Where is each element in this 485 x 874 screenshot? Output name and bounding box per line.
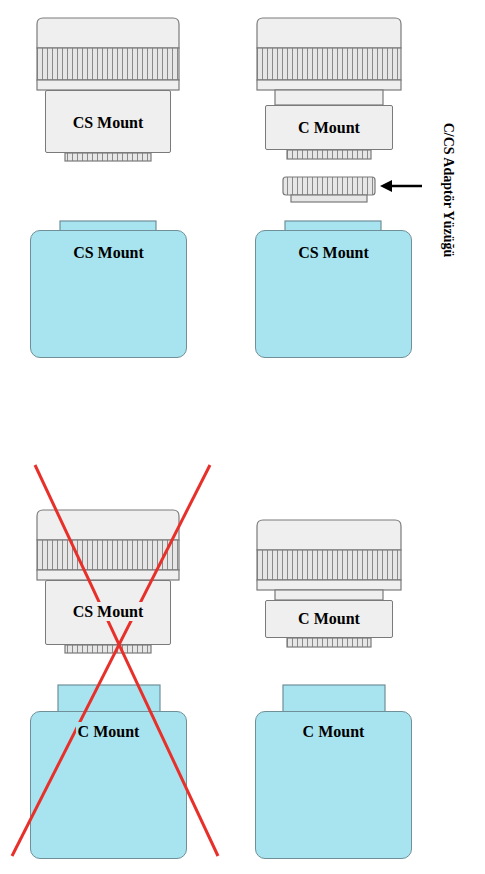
leader-arrow [390,185,422,188]
mount-label: C Mount [296,609,362,628]
lens-body: CS Mount [45,580,171,645]
adaptor-label: C/CS Adaptör Yüzüğü [440,123,457,258]
mount-label: CS Mount [71,113,146,132]
mount-label: C Mount [296,118,362,137]
lens-body: C Mount [265,105,393,150]
lens-body: C Mount [265,600,393,638]
arrow-head [380,180,392,192]
lens-body: CS Mount [45,90,171,153]
camera-body: C Mount [255,711,412,859]
mount-label: CS Mount [296,243,371,262]
mount-label: C Mount [76,722,142,741]
camera-body: CS Mount [30,230,187,358]
camera-body: C Mount [30,711,187,859]
mount-label: CS Mount [71,243,146,262]
mount-label: C Mount [301,722,367,741]
mount-label: CS Mount [71,602,146,621]
camera-body: CS Mount [255,230,412,358]
